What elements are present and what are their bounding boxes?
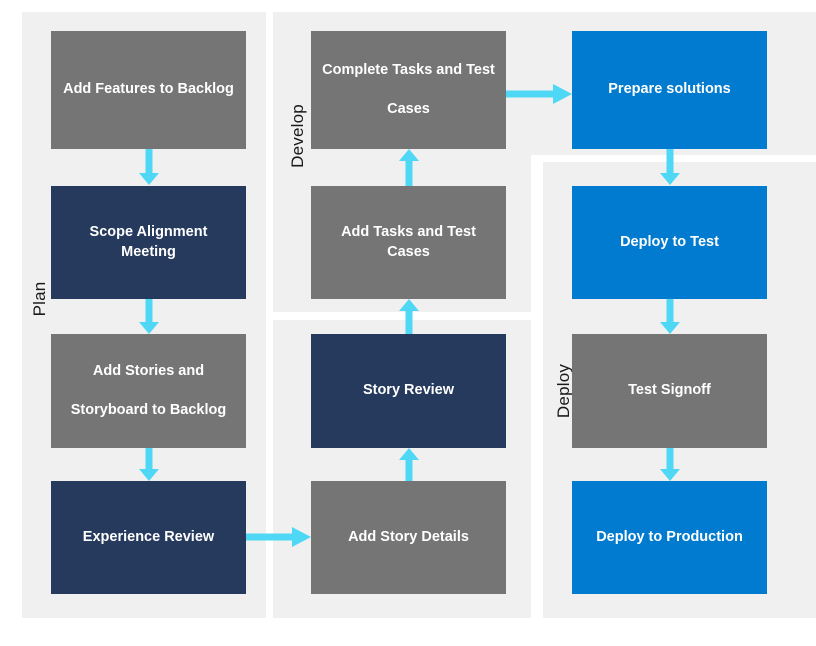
node-label: Story Review — [362, 382, 455, 399]
arrow-prepare-solutions-to-deploy-to-test — [659, 149, 681, 186]
node-test-signoff[interactable]: Test Signoff — [572, 334, 767, 448]
node-label: Experience Review — [82, 528, 215, 545]
node-add-features-to-backlog[interactable]: Add Features to Backlog — [51, 31, 246, 149]
node-label: Deploy to Test — [620, 233, 719, 250]
node-add-tasks-and-test-cases[interactable]: Add Tasks and Test Cases — [311, 186, 506, 299]
node-scope-alignment-meeting[interactable]: Scope Alignment Meeting — [51, 186, 246, 299]
node-deploy-to-production[interactable]: Deploy to Production — [572, 481, 767, 594]
node-complete-tasks-and-test-cases[interactable]: Complete Tasks and Test Cases — [311, 31, 506, 149]
arrow-deploy-to-test-to-test-signoff — [659, 299, 681, 335]
node-prepare-solutions[interactable]: Prepare solutions — [572, 31, 767, 149]
arrow-experience-review-to-add-story-details — [246, 526, 312, 548]
node-label-line-1: Add Stories and — [92, 363, 205, 380]
arrow-add-stories-to-experience-review — [138, 448, 160, 482]
node-story-review[interactable]: Story Review — [311, 334, 506, 448]
arrow-complete-tasks-to-prepare-solutions — [506, 83, 573, 105]
node-label: Scope Alignment Meeting — [89, 224, 208, 260]
arrow-scope-alignment-to-add-stories — [138, 299, 160, 335]
node-label: Add Story Details — [348, 528, 469, 545]
node-label-line-2: Cases — [387, 100, 430, 117]
node-label: Test Signoff — [628, 382, 711, 399]
node-label: Add Tasks and Test Cases — [341, 224, 476, 260]
group-label-develop: Develop — [288, 104, 307, 168]
node-add-stories-and-storyboard[interactable]: Add Stories and Storyboard to Backlog — [51, 334, 246, 448]
node-label: Add Features to Backlog — [63, 81, 234, 98]
arrow-test-signoff-to-deploy-to-production — [659, 448, 681, 482]
node-label: Deploy to Production — [596, 528, 743, 545]
node-label-line-1: Complete Tasks and Test — [322, 62, 495, 79]
node-experience-review[interactable]: Experience Review — [51, 481, 246, 594]
arrow-add-story-details-to-story-review — [398, 448, 420, 482]
node-label-line-2: Storyboard to Backlog — [70, 401, 227, 418]
arrow-story-review-to-add-tasks — [398, 299, 420, 335]
group-label-plan: Plan — [30, 281, 49, 317]
node-add-story-details[interactable]: Add Story Details — [311, 481, 506, 594]
arrow-add-tasks-to-complete-tasks — [398, 149, 420, 187]
arrow-add-features-to-scope-alignment — [138, 149, 160, 186]
node-deploy-to-test[interactable]: Deploy to Test — [572, 186, 767, 299]
node-label: Prepare solutions — [608, 81, 731, 98]
